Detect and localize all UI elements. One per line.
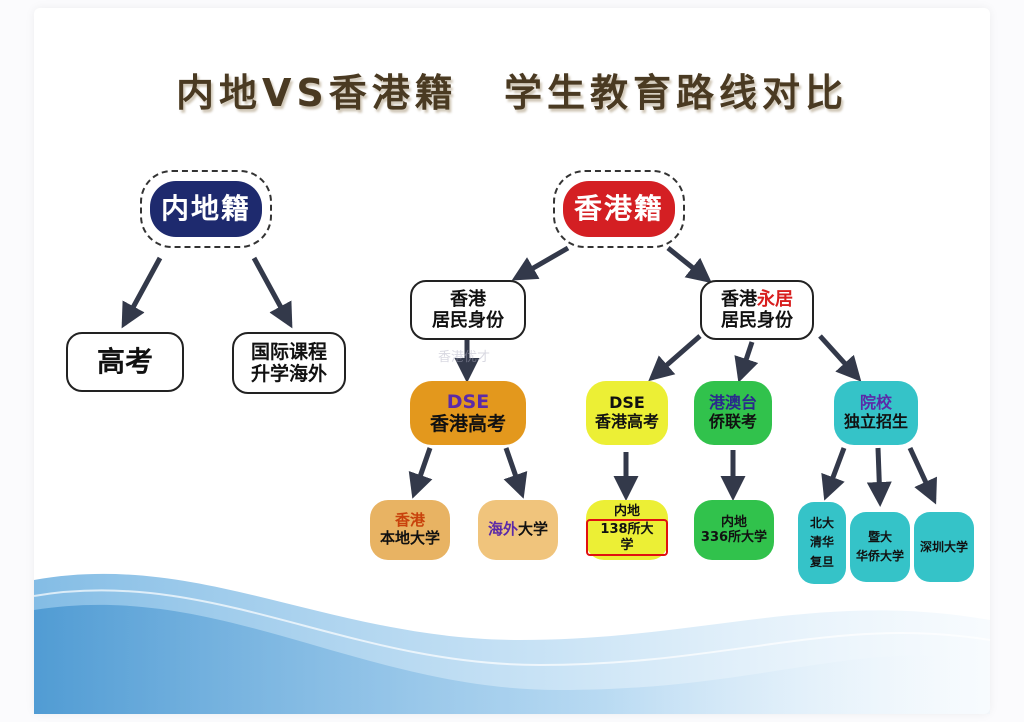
hk-resident-node: 香港 居民身份 xyxy=(410,280,526,340)
pku-3: 复旦 xyxy=(809,554,834,569)
local-bottom: 本地大学 xyxy=(379,529,440,547)
m336-top: 内地 xyxy=(720,514,747,530)
pku-2: 清华 xyxy=(809,535,834,550)
local-top: 香港 xyxy=(394,511,425,530)
arrow-indep-pku xyxy=(821,447,847,501)
gaokao-node: 高考 xyxy=(66,332,184,392)
hk-perm-line1: 香港永居 xyxy=(721,289,793,310)
hk-local-univ-node: 香港 本地大学 xyxy=(370,500,450,560)
overseas-b: 大学 xyxy=(518,520,549,539)
hk-perm-line2: 居民身份 xyxy=(721,310,793,331)
mainland-root-outline xyxy=(140,170,272,248)
arrow-mainland-gaokao xyxy=(121,256,163,329)
mainland-336-node: 内地 336所大学 xyxy=(694,500,774,560)
dse2-top: DSE xyxy=(609,393,645,413)
connector-arrows xyxy=(121,245,937,507)
dse2-bottom: 香港高考 xyxy=(594,412,659,431)
overseas-label: 海外大学 xyxy=(487,520,549,539)
overseas-univ-node: 海外大学 xyxy=(478,500,558,560)
hk-root-label: 香港籍 xyxy=(573,192,664,226)
overseas-a: 海外 xyxy=(487,520,518,539)
dse-perm-node: DSE 香港高考 xyxy=(586,381,668,445)
jinan-2: 华侨大学 xyxy=(855,549,904,563)
gaokao-label: 高考 xyxy=(96,345,153,379)
indep-bottom: 独立招生 xyxy=(843,412,908,431)
arrow-dse1-overseas xyxy=(503,447,528,499)
intl-line2: 升学海外 xyxy=(250,363,327,385)
hk-resident-line2: 居民身份 xyxy=(432,310,504,331)
shenzhen-label: 深圳大学 xyxy=(919,539,968,554)
dse-hk-exam-node: DSE 香港高考 xyxy=(410,381,526,445)
arrow-perm-dse2 xyxy=(648,334,702,382)
hk-resident-line1: 香港 xyxy=(450,288,486,310)
mainland-root-node: 内地籍 xyxy=(150,181,262,237)
pku-1: 北大 xyxy=(809,516,834,531)
watermark: 香港优才 xyxy=(438,350,491,365)
arrow-indep-jinan xyxy=(866,447,892,507)
dse1-bottom: 香港高考 xyxy=(429,413,506,435)
gatq-bottom: 侨联考 xyxy=(708,412,757,431)
arrow-dse1-local xyxy=(408,447,433,499)
dse1-top: DSE xyxy=(446,390,490,413)
hk-perm-text-b: 永居 xyxy=(757,288,793,310)
arrow-hk-perm xyxy=(666,246,712,284)
hk-root-node: 香港籍 xyxy=(563,181,675,237)
m138-bottom: 138所大学 xyxy=(586,519,668,556)
jinan-1: 暨大 xyxy=(867,529,892,544)
gatq-top: 港澳台 xyxy=(708,393,757,413)
mainland-root-label: 内地籍 xyxy=(160,192,251,226)
intl-line1: 国际课程 xyxy=(250,340,327,363)
intl-course-node: 国际课程 升学海外 xyxy=(232,332,346,394)
gatq-node: 港澳台 侨联考 xyxy=(694,381,772,445)
arrow-indep-shenzhen xyxy=(907,446,937,505)
wave-decoration xyxy=(33,573,991,714)
arrow-mainland-intl xyxy=(251,256,293,329)
jinan-huaqiao-node: 暨大 华侨大学 xyxy=(850,512,910,582)
m336-bottom: 336所大学 xyxy=(700,530,768,545)
arrow-hk-resident xyxy=(511,245,570,281)
arrow-perm-indep xyxy=(818,334,862,382)
independent-admission-node: 院校 独立招生 xyxy=(834,381,918,445)
arrow-perm-gatq xyxy=(734,341,759,383)
hk-root-outline xyxy=(553,170,685,248)
hk-perm-node: 香港永居 居民身份 xyxy=(700,280,814,340)
hk-perm-text-a: 香港 xyxy=(721,288,757,310)
pku-tsinghua-fudan-node: 北大 清华 复旦 xyxy=(798,502,846,584)
indep-top: 院校 xyxy=(859,393,892,413)
page-title: 内地VS香港籍 学生教育路线对比 xyxy=(175,71,848,115)
shenzhen-univ-node: 深圳大学 xyxy=(914,512,974,582)
mainland-138-node: 内地 138所大学 xyxy=(586,500,668,560)
m138-top: 内地 xyxy=(613,504,640,519)
